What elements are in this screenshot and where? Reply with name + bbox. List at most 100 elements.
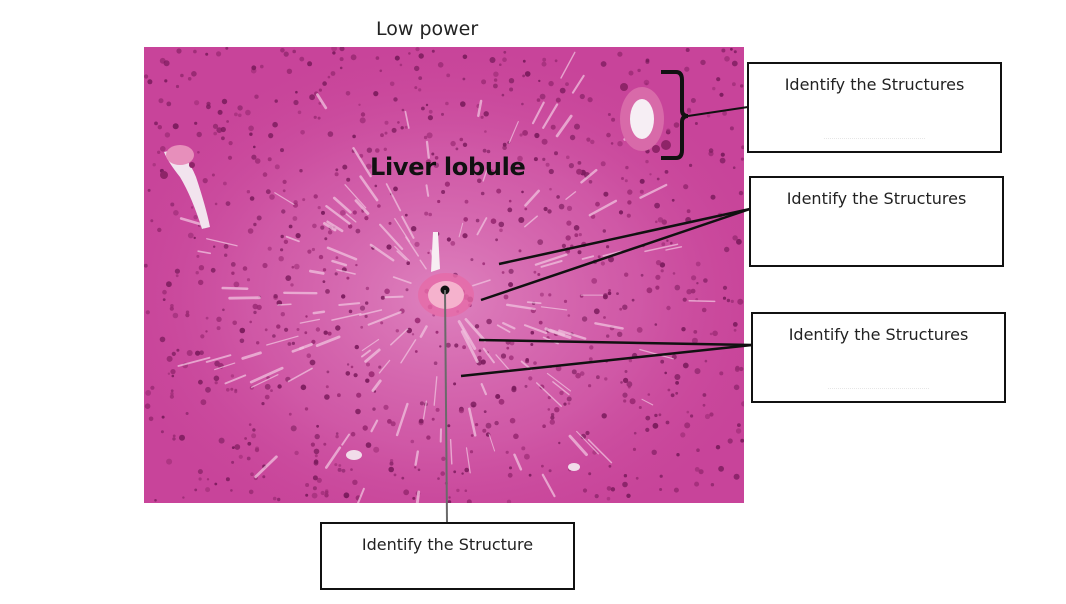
sinusoid-streak	[291, 346, 304, 353]
hepatocyte-nucleus	[194, 121, 198, 125]
hepatocyte-nucleus	[462, 77, 466, 81]
hepatocyte-nucleus	[211, 173, 215, 177]
hepatocyte-nucleus	[550, 124, 556, 130]
hepatocyte-nucleus	[300, 384, 307, 391]
hepatocyte-nucleus	[621, 177, 624, 180]
hepatocyte-nucleus	[172, 312, 179, 319]
hepatocyte-nucleus	[195, 350, 201, 356]
hepatocyte-nucleus	[485, 422, 492, 429]
hepatocyte-nucleus	[548, 80, 554, 87]
hepatocyte-nucleus	[496, 188, 502, 194]
hepatocyte-nucleus	[499, 63, 502, 66]
hepatocyte-nucleus	[248, 125, 254, 132]
hepatocyte-nucleus	[350, 431, 356, 437]
hepatocyte-nucleus	[292, 216, 298, 221]
hepatocyte-nucleus	[185, 310, 190, 314]
hepatocyte-nucleus	[503, 294, 509, 300]
hepatocyte-nucleus	[550, 415, 555, 420]
hepatocyte-nucleus	[193, 215, 198, 220]
hepatocyte-nucleus	[324, 394, 330, 400]
hepatocyte-nucleus	[588, 357, 593, 362]
sinusoid-streak	[536, 382, 562, 407]
hepatocyte-nucleus	[224, 253, 228, 257]
hepatocyte-nucleus	[670, 393, 675, 398]
hepatocyte-nucleus	[566, 155, 570, 160]
hepatocyte-nucleus	[693, 330, 698, 334]
hepatocyte-nucleus	[260, 64, 264, 69]
hepatocyte-nucleus	[292, 49, 296, 54]
hepatocyte-nucleus	[558, 203, 565, 210]
hepatocyte-nucleus	[311, 247, 315, 252]
hepatocyte-nucleus	[542, 424, 546, 429]
hepatocyte-nucleus	[686, 109, 692, 114]
hepatocyte-nucleus	[320, 225, 325, 230]
hepatocyte-nucleus	[441, 112, 444, 116]
hepatocyte-nucleus	[701, 307, 707, 313]
label-box-2-text: Identify the Structures	[786, 189, 967, 208]
hepatocyte-nucleus	[469, 450, 474, 454]
hepatocyte-nucleus	[737, 298, 744, 305]
hepatocyte-nucleus	[494, 420, 499, 426]
hepatocyte-nucleus	[656, 177, 660, 181]
hepatocyte-nucleus	[401, 476, 405, 480]
sinusoid-streak	[464, 318, 487, 343]
hepatocyte-nucleus	[200, 334, 205, 339]
label-box-3[interactable]: Identify the Structures	[751, 312, 1006, 403]
hepatocyte-nucleus	[180, 73, 184, 78]
hepatocyte-nucleus	[393, 473, 397, 477]
hepatocyte-nucleus	[573, 225, 580, 231]
hepatocyte-nucleus	[414, 65, 420, 72]
hepatocyte-nucleus	[700, 59, 706, 66]
sinusoid-streak	[523, 324, 548, 335]
label-box-4[interactable]: Identify the Structure	[320, 522, 575, 590]
sinusoid-streak	[367, 311, 402, 326]
hepatocyte-nucleus	[410, 439, 415, 444]
hepatocyte-nucleus	[533, 157, 538, 162]
hepatocyte-nucleus	[666, 239, 669, 242]
hepatocyte-nucleus	[274, 164, 280, 170]
label-box-2[interactable]: Identify the Structures	[749, 176, 1004, 267]
hepatocyte-nucleus	[541, 138, 548, 145]
hepatocyte-nucleus	[694, 122, 698, 125]
hepatocyte-nucleus	[605, 359, 608, 363]
hepatocyte-nucleus	[355, 408, 361, 415]
sinusoid-streak	[558, 329, 587, 340]
sinusoid-streak	[565, 191, 577, 200]
hepatocyte-nucleus	[629, 398, 636, 405]
hepatocyte-nucleus	[519, 133, 523, 137]
hepatocyte-nucleus	[685, 217, 692, 223]
hepatocyte-nucleus	[238, 454, 243, 459]
hepatocyte-nucleus	[502, 145, 507, 150]
sinusoid-streak	[345, 213, 357, 223]
hepatocyte-nucleus	[611, 117, 616, 122]
hepatocyte-nucleus	[637, 68, 641, 73]
hepatocyte-nucleus	[433, 361, 438, 366]
hepatocyte-nucleus	[655, 285, 660, 290]
hepatocyte-nucleus	[594, 494, 599, 499]
hepatocyte-nucleus	[245, 109, 251, 116]
hepatocyte-nucleus	[300, 130, 305, 135]
sinusoid-streak	[506, 303, 536, 311]
hepatocyte-nucleus	[337, 467, 342, 472]
hepatocyte-nucleus	[305, 315, 308, 318]
hepatocyte-nucleus	[608, 464, 612, 468]
label-box-1[interactable]: Identify the Structures	[747, 62, 1002, 153]
hepatocyte-nucleus	[672, 272, 676, 275]
hepatocyte-nucleus	[311, 492, 318, 499]
hepatocyte-nucleus	[645, 59, 650, 64]
hepatocyte-nucleus	[632, 447, 637, 451]
hepatocyte-nucleus	[446, 237, 451, 242]
hepatocyte-nucleus	[610, 142, 614, 145]
hepatocyte-nucleus	[580, 433, 587, 440]
sinusoid-streak	[433, 376, 438, 406]
hepatocyte-nucleus	[484, 130, 487, 133]
hepatocyte-nucleus	[733, 50, 737, 54]
hepatocyte-nucleus	[373, 446, 380, 453]
hepatocyte-nucleus	[315, 327, 321, 332]
hepatocyte-nucleus	[166, 458, 173, 465]
hepatocyte-nucleus	[616, 292, 619, 295]
hepatocyte-nucleus	[676, 453, 680, 457]
hepatocyte-nucleus	[226, 388, 230, 392]
hepatocyte-nucleus	[354, 344, 359, 350]
hepatocyte-nucleus	[267, 157, 272, 162]
